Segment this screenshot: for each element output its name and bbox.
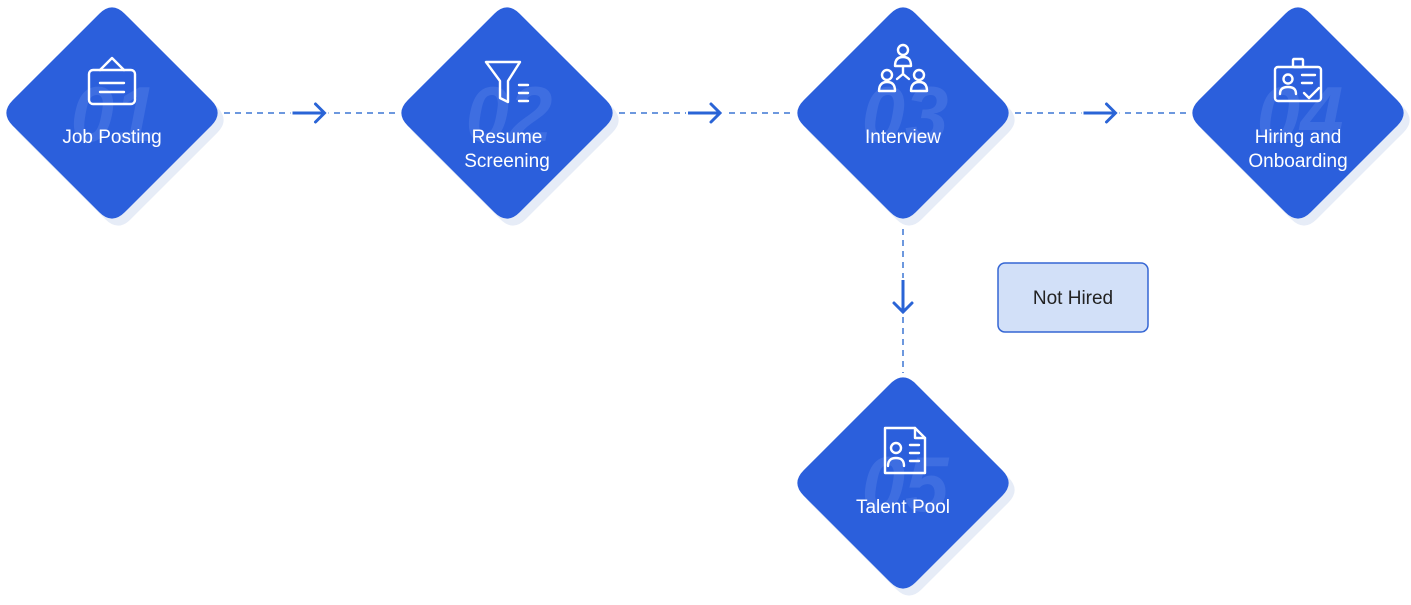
node-label: Talent Pool xyxy=(856,497,950,518)
node-label: Screening xyxy=(464,151,550,172)
edges-layer xyxy=(224,102,1186,373)
node-diamond xyxy=(1192,7,1404,219)
node-number: 01 xyxy=(71,70,158,158)
arrow-icon xyxy=(686,102,724,124)
node-diamond xyxy=(401,7,613,219)
node-label: Onboarding xyxy=(1248,151,1347,172)
node-label: Hiring and xyxy=(1255,127,1342,148)
node-number: 03 xyxy=(862,70,949,158)
node-diamond xyxy=(797,7,1009,219)
node-number: 04 xyxy=(1257,70,1344,158)
filter-list-icon xyxy=(484,60,530,104)
arrow-icon xyxy=(892,278,914,316)
arrow-icon xyxy=(1081,102,1120,124)
edge-interview-to-talent-pool xyxy=(892,229,914,373)
resume-document-icon xyxy=(883,426,927,475)
arrow-icon xyxy=(290,102,329,124)
not-hired-note: Not Hired xyxy=(997,262,1149,333)
edge-job-posting-to-resume-screening xyxy=(224,102,395,124)
node-label: Resume xyxy=(472,127,543,148)
not-hired-note-box xyxy=(997,262,1149,333)
node-label: Interview xyxy=(865,127,941,148)
group-meeting-icon xyxy=(877,43,929,93)
edge-resume-screening-to-interview xyxy=(619,102,791,124)
node-diamond xyxy=(797,377,1009,589)
edge-interview-to-hiring-onboarding xyxy=(1015,102,1186,124)
id-badge-check-icon xyxy=(1273,57,1323,103)
not-hired-note-label: Not Hired xyxy=(1033,288,1113,309)
node-diamond xyxy=(6,7,218,219)
node-number: 05 xyxy=(862,440,950,528)
node-label: Job Posting xyxy=(62,127,161,148)
notice-board-icon xyxy=(87,56,137,106)
